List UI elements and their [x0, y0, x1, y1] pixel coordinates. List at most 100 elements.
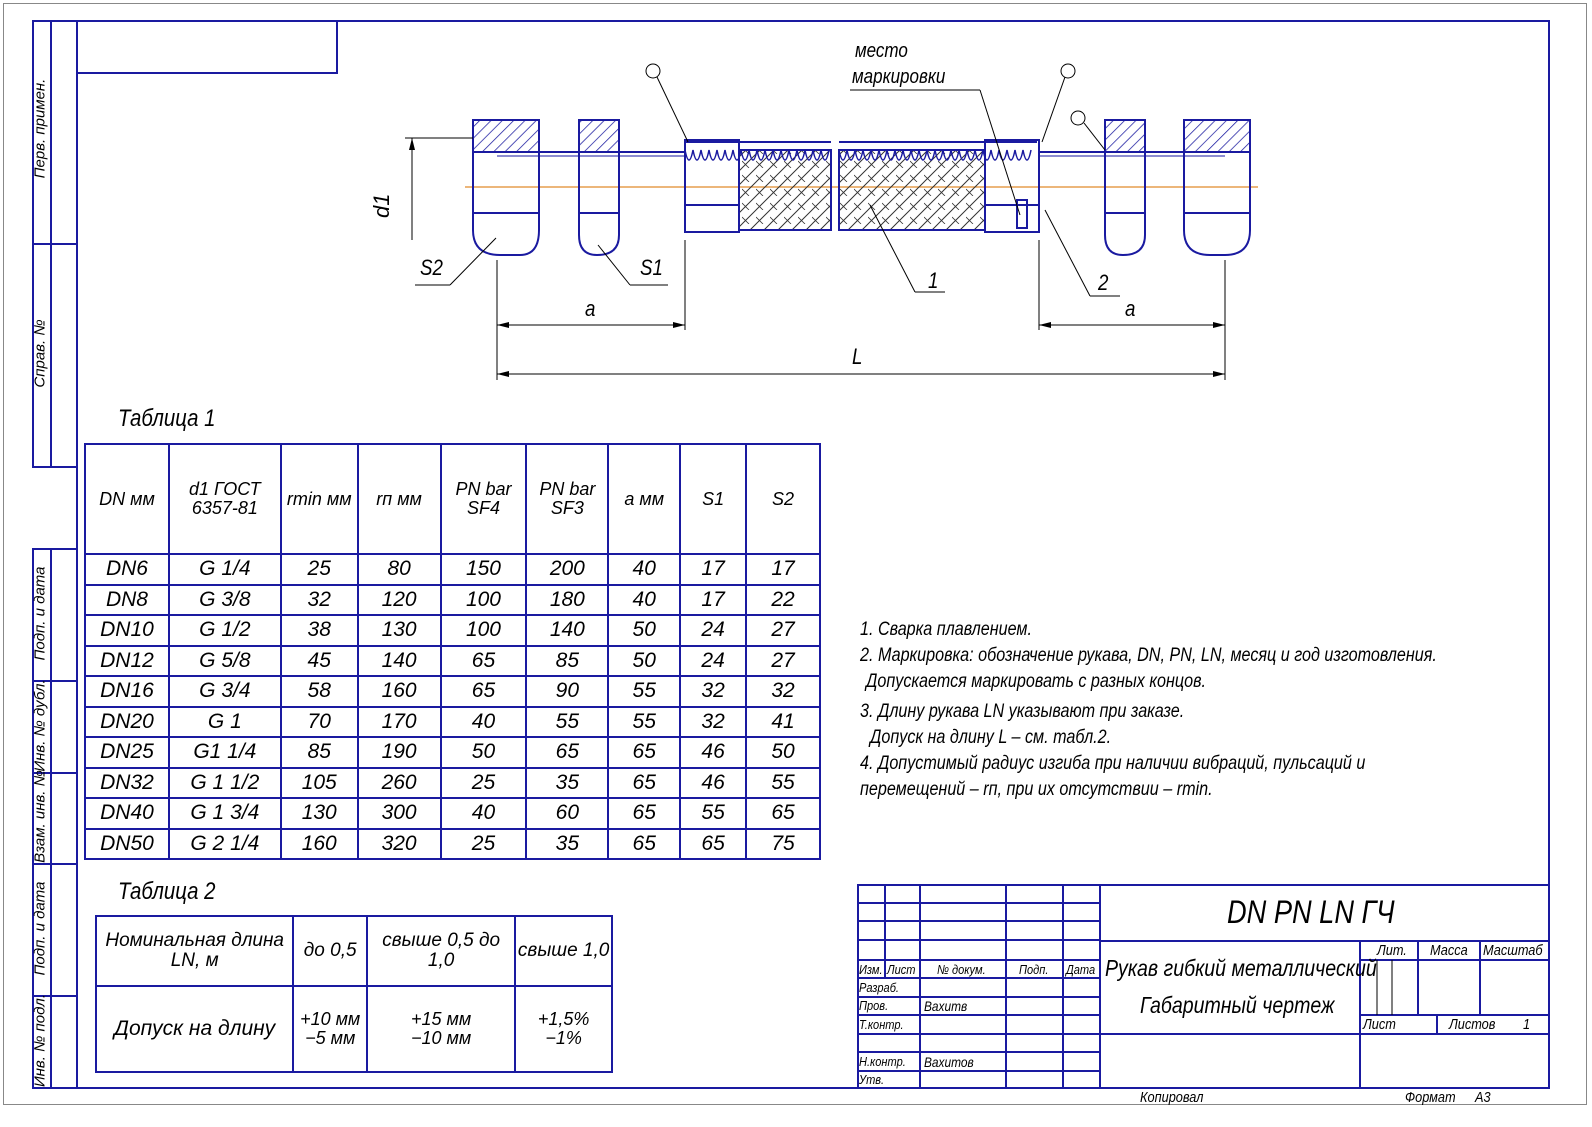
table-cell: G 1 1/2	[167, 766, 282, 799]
table1-header: rп мм	[356, 443, 442, 555]
left-strip-divider-2	[50, 548, 52, 1089]
format-value: А3	[1475, 1089, 1491, 1106]
table1-header: a мм	[607, 443, 682, 555]
table-cell: 65	[439, 675, 528, 708]
table-cell: 120	[356, 583, 442, 616]
dim-a-right: a	[1125, 296, 1136, 321]
lit-label: Лит.	[1377, 942, 1407, 959]
table-cell: 46	[679, 736, 748, 769]
plus-tolerance: +15 мм	[411, 1009, 472, 1030]
table-cell: 85	[525, 644, 610, 677]
table-cell: 100	[439, 614, 528, 647]
position-1: 1	[928, 268, 939, 293]
table-cell: G 3/4	[167, 675, 282, 708]
table-cell: 58	[279, 675, 359, 708]
table2-row-label: Допуск на длину	[94, 985, 295, 1073]
table-cell: DN40	[84, 797, 170, 830]
strip-label: Подп. и дата	[31, 566, 49, 661]
table-cell: DN50	[84, 827, 170, 860]
table-cell: G 1	[167, 705, 282, 738]
note-line: Допуск на длину L – см. табл.2.	[870, 727, 1112, 748]
table-cell: 65	[745, 797, 821, 830]
table1-header: d1 ГОСТ 6357-81	[167, 443, 282, 555]
table-cell: 140	[525, 614, 610, 647]
minus-tolerance: −10 мм	[411, 1028, 472, 1048]
table-cell: 90	[525, 675, 610, 708]
col-header-list: Лист	[887, 962, 916, 977]
sheet-label: Лист	[1363, 1016, 1396, 1033]
table-cell: 70	[279, 705, 359, 738]
table-cell: G 1 3/4	[167, 797, 282, 830]
strip-line	[32, 863, 78, 865]
strip-label: Инв. № подл.	[31, 993, 49, 1088]
table-cell: 40	[439, 705, 528, 738]
table-cell: 45	[279, 644, 359, 677]
role-tech-control: Т.контр.	[859, 1017, 904, 1032]
table-cell: 55	[525, 705, 610, 738]
table-cell: 25	[439, 766, 528, 799]
table-cell: 27	[745, 614, 821, 647]
table-cell: G 3/8	[167, 583, 282, 616]
table-cell: 25	[279, 553, 359, 586]
table-cell: 40	[607, 583, 682, 616]
table-cell: 32	[745, 675, 821, 708]
strip-label: Подп. и дата	[31, 881, 49, 976]
hose-drawing	[405, 63, 1258, 380]
table-cell: 320	[356, 827, 442, 860]
table-cell: 65	[607, 736, 682, 769]
marking-label: маркировки	[852, 66, 946, 88]
table-cell: 32	[279, 583, 359, 616]
table-cell: 65	[679, 827, 748, 860]
note-line: 3. Длину рукава LN указывают при заказе.	[860, 701, 1185, 722]
table-cell: G 2 1/4	[167, 827, 282, 860]
table-cell: 24	[679, 644, 748, 677]
table-cell: DN10	[84, 614, 170, 647]
title-block-grid	[857, 884, 1550, 1089]
table-cell: 300	[356, 797, 442, 830]
table-cell: 130	[356, 614, 442, 647]
technical-notes: 1. Сварка плавлением. 2. Маркировка: обо…	[860, 617, 1539, 800]
table-cell: 46	[679, 766, 748, 799]
table1-header: S1	[679, 443, 748, 555]
table-cell: 25	[439, 827, 528, 860]
table-cell: 60	[525, 797, 610, 830]
minus-tolerance: −1%	[545, 1028, 582, 1048]
sheets-label: Листов	[1449, 1016, 1496, 1033]
table-cell: DN6	[84, 553, 170, 586]
strip-line	[32, 995, 78, 997]
drawing-type: Габаритный чертеж	[1140, 992, 1335, 1018]
table-cell: 55	[745, 766, 821, 799]
strip-line	[32, 680, 78, 682]
table-cell: DN16	[84, 675, 170, 708]
dim-L: L	[852, 344, 863, 369]
table2-header: свыше 1,0	[514, 915, 613, 987]
part-name: Рукав гибкий металлический	[1105, 955, 1377, 981]
plus-tolerance: +10 мм	[300, 1009, 361, 1030]
table-cell: 190	[356, 736, 442, 769]
table-cell: 65	[525, 736, 610, 769]
left-strip-hline	[32, 243, 78, 245]
table-cell: 65	[439, 644, 528, 677]
table-cell: 40	[439, 797, 528, 830]
col-header-sign: Подп.	[1019, 962, 1049, 977]
note-line: 4. Допустимый радиус изгиба при наличии …	[860, 753, 1366, 774]
table-cell: 27	[745, 644, 821, 677]
table-cell: 24	[679, 614, 748, 647]
table-cell: 32	[679, 675, 748, 708]
table2-cell: +15 мм−10 мм	[365, 985, 517, 1073]
position-2: 2	[1098, 270, 1109, 295]
s1-label: S1	[640, 255, 663, 280]
table-cell: 150	[439, 553, 528, 586]
table-cell: 41	[745, 705, 821, 738]
mass-label: Масса	[1430, 942, 1468, 959]
table-cell: G 5/8	[167, 644, 282, 677]
table-cell: 260	[356, 766, 442, 799]
table-cell: G 1/2	[167, 614, 282, 647]
table-cell: 75	[745, 827, 821, 860]
table2-cell: +1,5%−1%	[514, 985, 613, 1073]
table-cell: 160	[279, 827, 359, 860]
table1-header: DN мм	[84, 443, 170, 555]
